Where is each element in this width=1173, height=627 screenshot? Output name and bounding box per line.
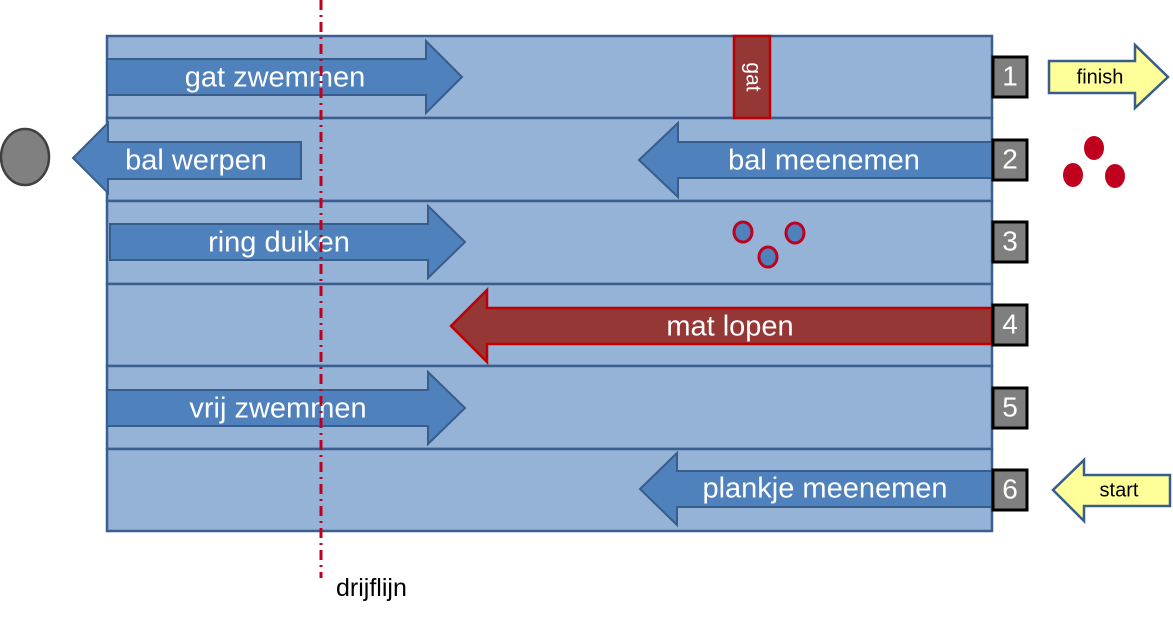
lane-2-label: bal meenemen: [728, 145, 920, 177]
bal-werpen-label: bal werpen: [125, 145, 267, 177]
lane-1-label: gat zwemmen: [185, 62, 366, 94]
lane-numbers: 1 2 3 4 5 6: [991, 55, 1029, 512]
lane-3-arrow: [109, 203, 467, 281]
lane-number-box-1: [991, 55, 1029, 99]
finish-label: finish: [1077, 66, 1124, 88]
lane-number-box-6: [991, 468, 1029, 512]
finish-arrow: [1047, 42, 1170, 111]
lane-4-label: mat lopen: [666, 311, 793, 343]
start-arrow: [1051, 457, 1172, 525]
lane-1-arrow: [106, 38, 464, 116]
rings-icon: [732, 220, 806, 269]
lane-number-5: 5: [1002, 391, 1018, 422]
start-label: start: [1100, 479, 1139, 501]
lane-number-1: 1: [1002, 60, 1018, 91]
lane-number-box-2: [991, 138, 1029, 182]
lane-number-box-4: [991, 303, 1029, 347]
lane-number-3: 3: [1002, 225, 1018, 256]
lane-number-4: 4: [1002, 308, 1018, 339]
gray-ball-icon: [0, 127, 51, 187]
gat-label: gat: [741, 62, 764, 91]
lane-5-label: vrij zwemmen: [189, 393, 366, 425]
bal-werpen-arrow: [71, 120, 302, 196]
lane-2-arrow: [637, 120, 993, 200]
lane-number-box-3: [991, 220, 1029, 264]
lane-3-label: ring duiken: [208, 227, 350, 259]
lane-6-arrow: [638, 450, 993, 528]
drift-line-label: drijflijn: [336, 574, 407, 602]
lane-4-arrow: [449, 286, 994, 366]
lane-number-box-5: [991, 386, 1029, 430]
lane-number-2: 2: [1002, 143, 1018, 174]
pool: [105, 34, 994, 533]
gat-marker: gat: [732, 34, 772, 120]
lane-6-label: plankje meenemen: [702, 473, 947, 505]
lane-5-arrow: [106, 369, 467, 447]
red-balls-icon: [1063, 136, 1125, 188]
lane-number-6: 6: [1002, 473, 1018, 504]
